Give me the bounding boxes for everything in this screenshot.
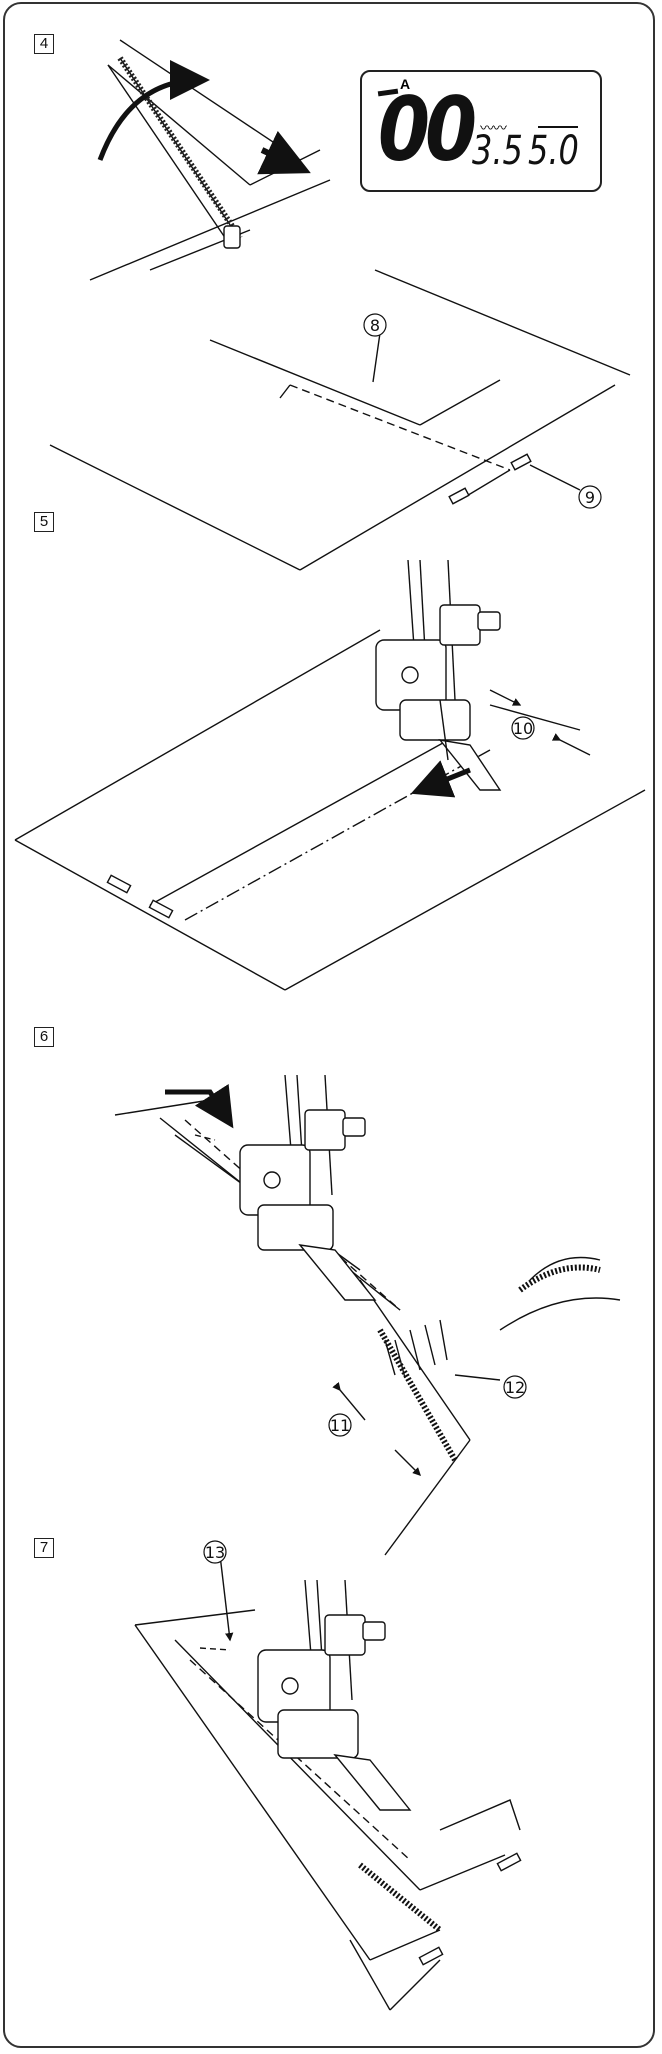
lcd-display: A 00 〰〰 3.5 5.0	[360, 70, 602, 192]
stitch-width-icon: 〰〰	[480, 120, 507, 136]
zipper-open-illustration	[89, 39, 331, 281]
lcd-pattern-number: 00	[378, 78, 477, 181]
step-5-label: 5	[34, 512, 54, 532]
step-4-label: 4	[34, 34, 54, 54]
instruction-page	[3, 2, 655, 2048]
callout-13: 13	[205, 1543, 225, 1562]
stitch-length-icon	[538, 126, 578, 128]
stitching-across-illustration	[114, 1074, 621, 1556]
stitching-one-side-illustration	[14, 559, 646, 991]
stitching-other-side-illustration	[134, 1554, 522, 2011]
callout-12: 12	[505, 1378, 525, 1397]
step-7-label: 7	[34, 1538, 54, 1558]
callout-8: 8	[370, 316, 380, 335]
callout-10: 10	[513, 719, 533, 738]
callout-9: 9	[585, 488, 595, 507]
callout-11: 11	[330, 1416, 350, 1435]
lcd-mode-letter: A	[400, 76, 411, 92]
lcd-stitch-width: 3.5	[472, 128, 523, 174]
step-6-label: 6	[34, 1027, 54, 1047]
lcd-stitch-length: 5.0	[528, 128, 579, 174]
fabric-basting-illustration	[49, 269, 631, 571]
